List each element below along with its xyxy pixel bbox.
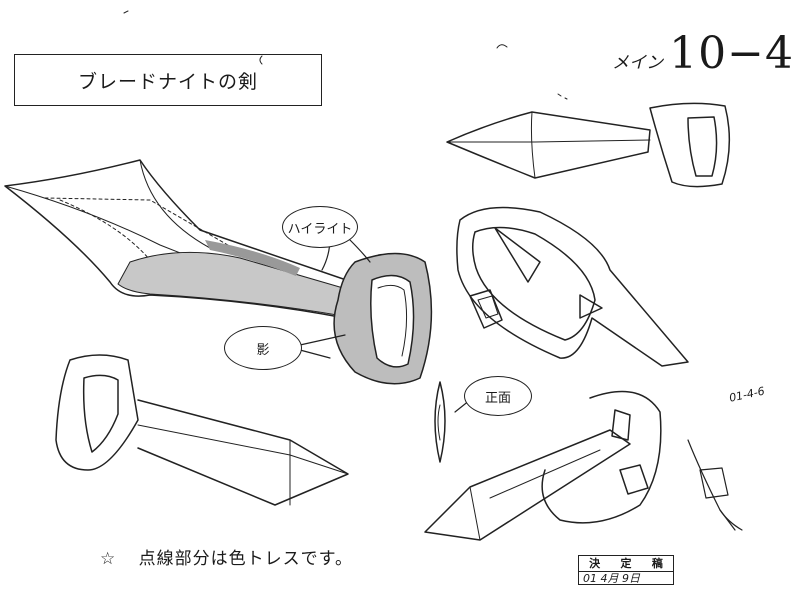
small-side-sketch <box>687 439 743 531</box>
title-box: ブレードナイトの剣 <box>14 54 322 106</box>
shadow-callout: 影 <box>224 326 302 370</box>
highlight-callout: ハイライト <box>282 206 358 248</box>
side-sword-drawing <box>446 102 731 188</box>
sheet-prefix: メイン <box>612 53 664 73</box>
note-text: 点線部分は色トレスです。 <box>138 549 353 569</box>
stamp-char-3: 稿 <box>651 557 663 570</box>
lower-right-sword-drawing <box>424 390 662 541</box>
guard-closeup-drawing <box>456 206 689 367</box>
stamp-char-1: 決 <box>589 557 601 570</box>
callout-leaders <box>299 237 471 413</box>
stamp-char-2: 定 <box>620 557 632 570</box>
front-view-drawing <box>434 381 446 463</box>
sheet-number: メイン 10−4 <box>612 28 794 79</box>
sheet-number-value: 10−4 <box>669 28 794 79</box>
approval-stamp: 決 定 稿 01 4月 9日 <box>578 555 674 585</box>
main-sword-drawing <box>4 159 433 385</box>
lower-left-sword-drawing <box>55 354 349 506</box>
stamp-date: 01 4月 9日 <box>583 572 640 585</box>
star-icon: ☆ <box>100 549 117 569</box>
stamp-header: 決 定 稿 <box>579 556 673 572</box>
front-callout: 正面 <box>464 376 532 416</box>
stray-marks <box>123 10 568 100</box>
color-trace-note: ☆ 点線部分は色トレスです。 <box>100 544 353 569</box>
